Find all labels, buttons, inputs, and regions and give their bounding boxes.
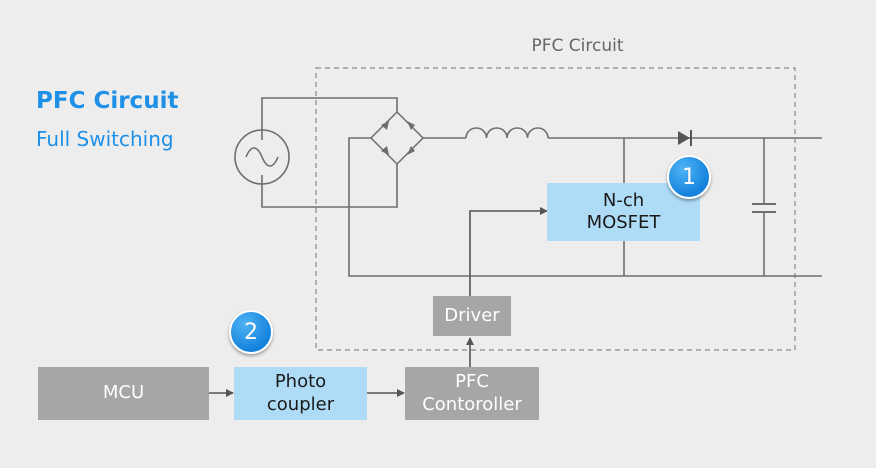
diode-icon [678,130,692,146]
mosfet-line1: N-ch [602,189,645,211]
pfc-circuit-frame [315,67,796,351]
pfc-controller-block: PFC Contoroller [405,367,539,420]
photocoupler-line2: coupler [266,393,335,415]
ac-source-icon [234,129,290,185]
badge-one: 1 [667,155,711,199]
driver-label: Driver [444,304,500,326]
mcu-block: MCU [38,367,209,420]
photocoupler-block: Photo coupler [234,367,367,420]
ac-bottom-wire [261,164,398,208]
page-subtitle: Full Switching [36,127,174,151]
controller-line1: PFC [455,371,489,392]
controller-line2: Contoroller [422,393,522,415]
inductor-icon [465,127,549,139]
frame-label: PFC Circuit [531,36,624,56]
mosfet-line2: MOSFET [586,212,661,233]
photocoupler-line1: Photo [274,371,327,392]
capacitor-icon [752,203,776,213]
bridge-return-wire [348,137,822,277]
bridge-rectifier-icon [369,110,425,166]
driver-block: Driver [433,296,511,336]
mcu-label: MCU [102,382,145,404]
gate-drive-arrow [469,207,548,296]
badge-two: 2 [229,310,273,354]
page-title: PFC Circuit [36,88,179,114]
ac-top-wire [261,97,398,140]
